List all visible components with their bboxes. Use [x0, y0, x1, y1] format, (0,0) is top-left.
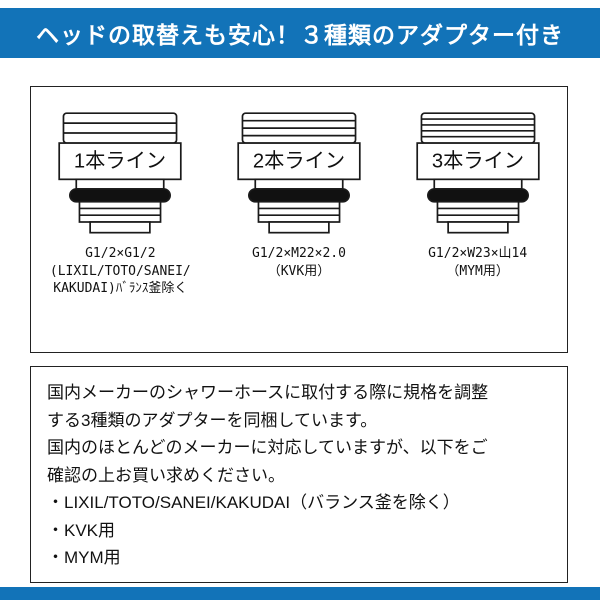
adapter-3-caption: G1/2×W23×山14 （MYM用）: [428, 246, 528, 279]
adapter-1-label: 1本ライン: [74, 150, 166, 173]
adapter-3-label: 3本ライン: [432, 150, 524, 173]
banner-title: ヘッドの取替えも安心！３種類のアダプター付き: [36, 22, 564, 48]
description-bullet-mym: ・MYM用: [47, 548, 121, 568]
adapter-2: 2本ライン G1/2×M22×2.0 （KVK用）: [213, 111, 385, 280]
adapter-1-caption: G1/2×G1/2 (LIXIL/TOTO/SANEI/ KAKUDAI)ﾊﾞﾗ…: [49, 246, 191, 297]
description-line: 国内メーカーのシャワーホースに取付する際に規格を調整: [47, 383, 489, 402]
description-bullet-kvk: ・KVK用: [47, 520, 116, 540]
description-line: する3種類のアダプターを同梱しています。: [47, 410, 378, 430]
description-panel: 国内メーカーのシャワーホースに取付する際に規格を調整 する3種類のアダプターを同…: [30, 366, 568, 583]
adapter-2-label: 2本ライン: [253, 150, 345, 173]
description-line: 確認の上お買い求めください。: [47, 465, 285, 485]
adapter-1-illustration: 1本ライン: [58, 112, 182, 234]
top-banner: ヘッドの取替えも安心！３種類のアダプター付き: [0, 8, 600, 58]
adapters-panel: 1本ライン G1/2×G1/2 (LIXIL/TOTO/SANEI/ KAKUD…: [30, 86, 568, 353]
adapter-3-illustration: 3本ライン: [415, 112, 540, 234]
adapter-3: 3本ライン G1/2×W23×山14 （MYM用）: [392, 111, 564, 280]
description-bullet-lixil: ・LIXIL/TOTO/SANEI/KAKUDAI（バランス釜を除く）: [47, 493, 460, 513]
adapter-row: 1本ライン G1/2×G1/2 (LIXIL/TOTO/SANEI/ KAKUD…: [31, 87, 567, 298]
adapter-2-caption: G1/2×M22×2.0 （KVK用）: [252, 246, 346, 279]
description-line: 国内のほとんどのメーカーに対応していますが、以下をご: [47, 438, 488, 458]
adapter-2-illustration: 2本ライン: [237, 112, 361, 234]
adapter-1: 1本ライン G1/2×G1/2 (LIXIL/TOTO/SANEI/ KAKUD…: [34, 111, 206, 298]
bottom-bar: [0, 587, 600, 600]
